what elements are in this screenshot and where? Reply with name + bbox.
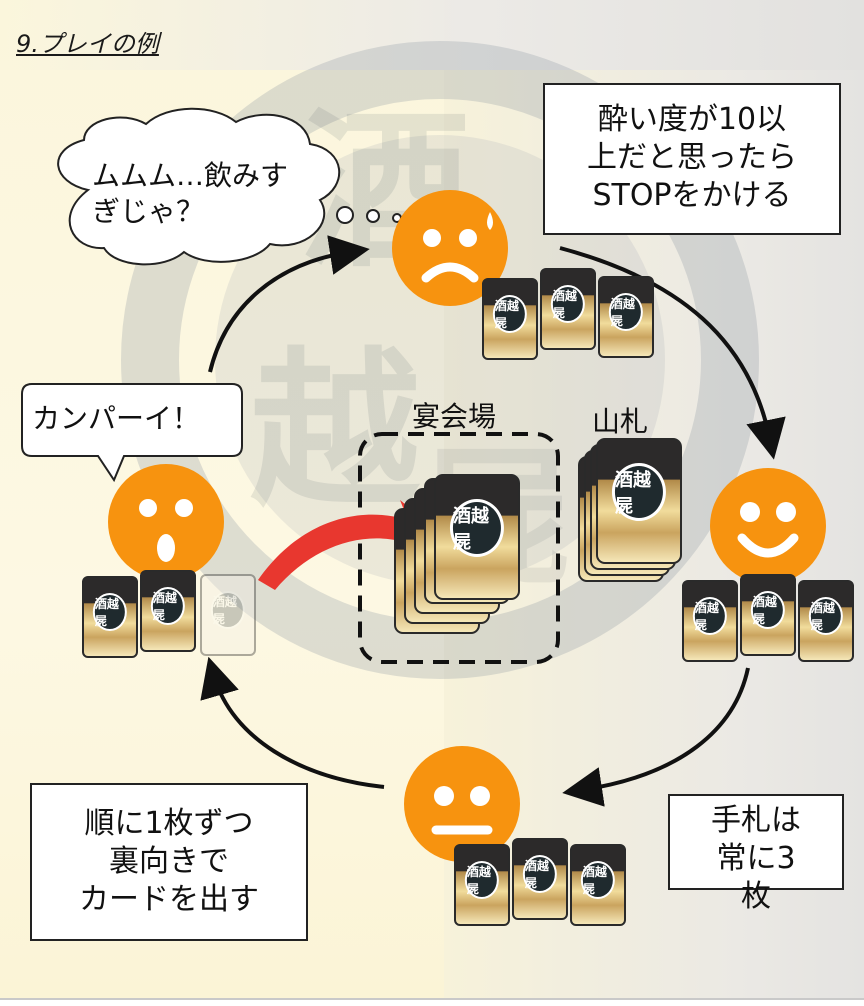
cycle-arrow-left-to-top — [208, 235, 370, 373]
background-top-band — [0, 0, 864, 70]
bottom-divider — [0, 998, 864, 1000]
hand-card: 酒越屍 — [140, 570, 196, 652]
cheering-face-icon — [108, 464, 224, 580]
hand-rule-line-3: 枚 — [741, 879, 771, 914]
thinking-bubble-text: ムムム…飲みす ぎじゃ？ — [92, 158, 288, 230]
banquet-zone-border — [358, 432, 560, 664]
hand-card: 酒越屍 — [570, 844, 626, 926]
stop-rule-line-1: 酔い度が10以 — [597, 102, 787, 137]
hand-card: 酒越屍 — [540, 268, 596, 350]
play-rule-line-1: 順に1枚ずつ — [84, 806, 254, 841]
hand-rule-line-1: 手札は — [711, 803, 801, 838]
happy-face-icon — [710, 468, 826, 584]
watermark-kanji-2: 越 — [250, 331, 421, 531]
page-title: 9.プレイの例 — [16, 30, 159, 58]
hand-card: 酒越屍 — [512, 838, 568, 920]
play-rule-box: 順に1枚ずつ 裏向きで カードを出す — [30, 783, 308, 941]
stop-rule-line-2: 上だと思ったら — [587, 140, 797, 175]
thinking-line-1: ムムム…飲みす — [92, 159, 289, 192]
deck-pile-card: 酒越屍 — [596, 438, 682, 564]
deck-label: 山札 — [592, 405, 649, 438]
banquet-zone-label: 宴会場 — [412, 400, 497, 433]
hand-rule-line-2: 常に3 — [716, 841, 796, 876]
play-rule-line-2: 裏向きで — [109, 844, 229, 879]
neutral-face-icon — [404, 746, 520, 862]
thought-dot-2 — [366, 209, 380, 223]
stop-rule-box: 酔い度が10以 上だと思ったら STOPをかける — [543, 83, 841, 235]
sweat-drop-icon — [487, 212, 493, 230]
hand-rule-box: 手札は 常に3 枚 — [668, 794, 844, 914]
hand-card: 酒越屍 — [682, 580, 738, 662]
play-rule-line-3: カードを出す — [79, 882, 259, 917]
hand-card: 酒越屍 — [740, 574, 796, 656]
cycle-arrow-right-to-bottom — [562, 667, 750, 807]
cycle-arrow-top-to-right — [559, 246, 786, 460]
hand-card: 酒越屍 — [454, 844, 510, 926]
played-card-ghost: 酒越屍 — [200, 574, 256, 656]
thinking-line-2: ぎじゃ？ — [92, 195, 205, 228]
hand-card: 酒越屍 — [482, 278, 538, 360]
hand-card: 酒越屍 — [82, 576, 138, 658]
banquet-pile-card: 酒越屍 — [434, 474, 520, 600]
stop-rule-line-3: STOPをかける — [592, 178, 792, 213]
hand-card: 酒越屍 — [798, 580, 854, 662]
thinking-cloud — [57, 107, 341, 266]
cheers-bubble-text: カンパーイ！ — [32, 402, 201, 435]
cheers-speech-bubble — [21, 383, 243, 483]
thought-dot-1 — [336, 206, 354, 224]
cycle-arrow-bottom-to-left — [200, 656, 385, 789]
hand-card: 酒越屍 — [598, 276, 654, 358]
